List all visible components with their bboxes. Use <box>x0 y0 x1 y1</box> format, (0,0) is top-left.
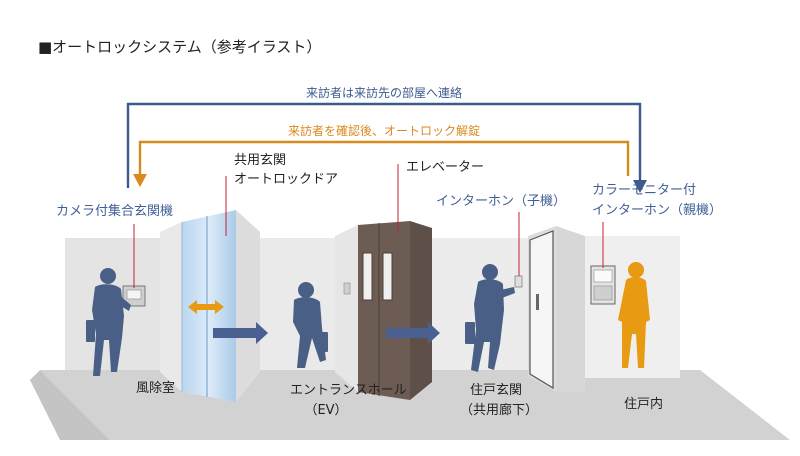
movement-arrow-2 <box>386 322 440 344</box>
movement-arrow-1 <box>213 322 268 344</box>
entrance-frame-left <box>160 222 182 392</box>
label-elevator: エレベーター <box>406 160 484 175</box>
elevator-call-button <box>343 282 351 295</box>
label-child-intercom: インターホン（子機） <box>436 194 566 209</box>
flow-arrowhead-unlock <box>133 174 147 187</box>
diagram-title: ■オートロックシステム（参考イラスト） <box>38 38 321 56</box>
elevator-window-left <box>362 252 373 301</box>
door-open-arrow <box>188 300 224 314</box>
flow-text-unlock: 来訪者を確認後、オートロック解錠 <box>288 123 480 138</box>
room-unit-entrance-line1: 住戸玄関 <box>470 383 522 398</box>
visitor-figure-corridor <box>465 264 515 372</box>
flow-arrowhead-contact <box>633 180 647 193</box>
visitor-figure-hall <box>293 282 328 368</box>
label-monitor-line1: カラーモニター付 <box>592 183 696 198</box>
flow-line-contact <box>126 102 642 188</box>
elevator-window-right <box>382 252 393 301</box>
unit-door-handle <box>536 294 539 310</box>
room-hall-line2: （EV） <box>304 403 347 418</box>
room-unit-inside: 住戸内 <box>624 396 663 412</box>
child-intercom-device <box>514 275 523 288</box>
elevator-door-left <box>358 221 410 400</box>
unit-door <box>529 230 554 390</box>
floor-left-edge <box>30 370 110 440</box>
entrance-frame-right <box>236 210 260 402</box>
elevator-frame <box>335 225 358 392</box>
monitor-screen <box>593 269 613 283</box>
resident-figure <box>618 262 650 368</box>
visitor-figure-windbreak <box>86 268 131 376</box>
room-windbreak: 風除室 <box>136 380 175 396</box>
camera-intercom-screen <box>126 289 142 300</box>
room-hall-line1: エントランスホール <box>290 383 407 398</box>
room-unit-entrance-line2: （共用廊下） <box>460 402 538 418</box>
label-camera-intercom: カメラ付集合玄関機 <box>56 203 173 219</box>
monitor-buttons <box>593 285 613 301</box>
label-entrance-door-line1: 共用玄関 <box>234 153 286 168</box>
elevator-door-right <box>410 221 432 400</box>
flow-line-unlock <box>138 140 630 178</box>
label-monitor-line2: インターホン（親機） <box>592 203 722 218</box>
unit-side-wall <box>556 226 585 392</box>
flow-text-contact: 来訪者は来訪先の部屋へ連絡 <box>306 85 462 100</box>
label-entrance-door-line2: オートロックドア <box>234 172 338 187</box>
